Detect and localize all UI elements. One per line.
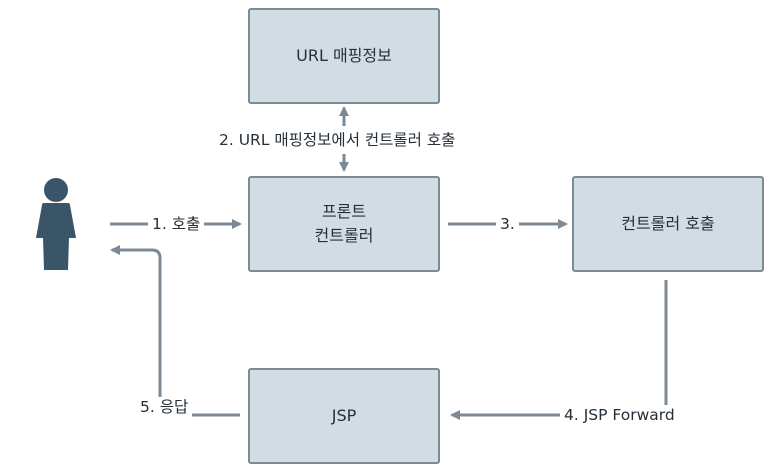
url-mapping-box: URL 매핑정보 xyxy=(248,8,440,104)
edge-label-step3: 3. xyxy=(496,214,519,234)
edge-label-step2: 2. URL 매핑정보에서 컨트롤러 호출 xyxy=(219,130,456,150)
front-controller-label-line1: 프론트 xyxy=(321,202,367,221)
jsp-box: JSP xyxy=(248,368,440,464)
edge-label-step4: 4. JSP Forward xyxy=(560,405,679,425)
arrow-step4 xyxy=(450,280,668,420)
jsp-label: JSP xyxy=(331,406,357,425)
arrow-step5 xyxy=(110,245,240,417)
user-icon xyxy=(36,178,76,270)
front-controller-label-line2: 컨트롤러 xyxy=(314,226,374,245)
front-controller-box: 프론트 컨트롤러 xyxy=(248,176,440,272)
edge-label-step1: 1. 호출 xyxy=(148,214,205,234)
url-mapping-label: URL 매핑정보 xyxy=(296,46,392,65)
controller-call-box: 컨트롤러 호출 xyxy=(572,176,764,272)
edge-label-step5: 5. 응답 xyxy=(136,397,193,417)
controller-call-label: 컨트롤러 호출 xyxy=(621,214,715,233)
